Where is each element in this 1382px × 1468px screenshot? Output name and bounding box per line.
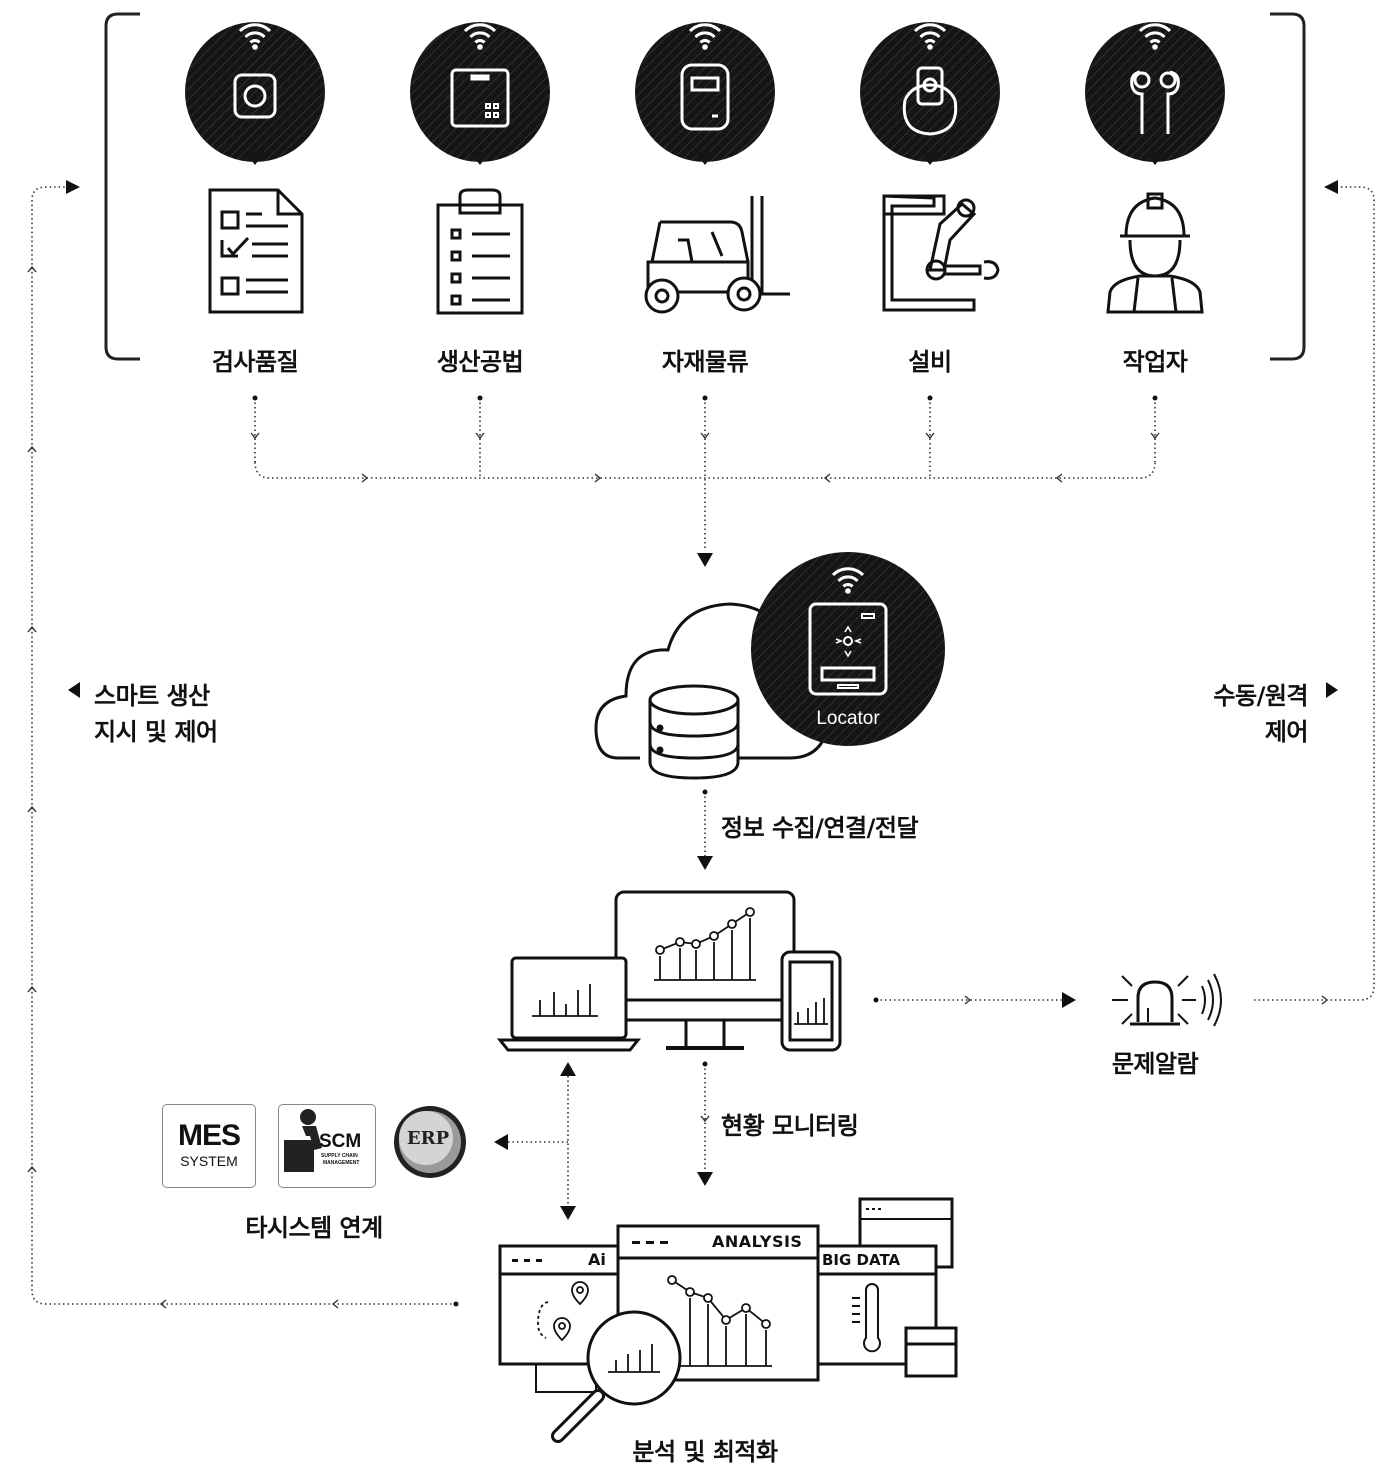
checklist-document-icon (208, 188, 304, 314)
bigdata-window-title: BIG DATA (822, 1251, 901, 1269)
tablet-tag-icon (450, 68, 510, 128)
right-loop (1254, 186, 1375, 1001)
mes-subtitle: SYSTEM (180, 1153, 238, 1169)
device-circle-5 (1085, 22, 1225, 165)
monitoring-caption: 현황 모니터링 (721, 1112, 859, 1140)
device-circle-2 (410, 22, 550, 165)
arrow-to-hub (697, 553, 713, 567)
earphones-icon (1130, 70, 1180, 134)
left-side-arrow (68, 682, 80, 698)
systems-caption: 타시스템 연계 (245, 1214, 383, 1242)
robot-arm-icon (882, 194, 1000, 312)
right-side-line1: 수동/원격 (1213, 682, 1308, 710)
locator-label: Locator (816, 708, 880, 729)
right-side-arrow (1326, 682, 1338, 698)
worker-helmet-icon (1106, 192, 1204, 314)
scm-figure-icon (284, 1109, 322, 1172)
scm-badge: SCM SUPPLY CHAIN MANAGEMENT (278, 1104, 376, 1188)
camera-sensor-icon (233, 73, 277, 119)
hub-caption: 정보 수집/연결/전달 (721, 814, 919, 842)
erp-badge-icon (394, 1106, 466, 1178)
analysis-windows (498, 1197, 958, 1393)
category-label-production: 생산공법 (436, 348, 524, 376)
thermometer-icon (852, 1283, 881, 1353)
left-side-line2: 지시 및 제어 (94, 718, 218, 746)
monitor-icon (614, 890, 796, 1050)
category-label-equipment: 설비 (908, 348, 952, 376)
clipboard-icon (436, 188, 524, 315)
collection-dots (252, 395, 1158, 401)
scm-title: SCM (319, 1131, 362, 1152)
rfid-tag-icon (680, 63, 730, 131)
location-pin-icon (537, 1281, 589, 1342)
magnifier-icon (551, 1310, 682, 1443)
right-side-line2: 제어 (1264, 718, 1309, 746)
analysis-window-title: ANALYSIS (712, 1232, 803, 1251)
mes-title: MES (177, 1119, 241, 1152)
forklift-icon (644, 196, 790, 314)
right-bracket (1270, 12, 1306, 361)
scm-sub1: SUPPLY CHAIN (321, 1153, 358, 1159)
scm-sub2: MANAGEMENT (323, 1160, 360, 1166)
category-label-inspection: 검사품질 (211, 348, 299, 376)
siren-icon (1112, 973, 1222, 1027)
category-label-logistics: 자재물류 (661, 348, 749, 376)
laptop-icon (496, 956, 642, 1052)
left-loop (31, 186, 456, 1305)
locator-device-icon (808, 602, 888, 696)
device-circle-1 (185, 22, 325, 165)
collection-lines (254, 398, 1156, 550)
mes-badge: MES SYSTEM (162, 1104, 256, 1188)
alarm-caption: 문제알람 (1111, 1050, 1199, 1078)
analysis-caption: 분석 및 최적화 (632, 1438, 778, 1466)
left-side-line1: 스마트 생산 (94, 682, 210, 710)
erp-title: ERP (406, 1128, 450, 1149)
left-bracket (104, 12, 140, 361)
ai-window-title: Ai (588, 1250, 606, 1269)
wrist-band-icon (902, 66, 958, 136)
small-chevrons (250, 432, 1160, 483)
device-circle-3 (635, 22, 775, 165)
phone-icon (780, 950, 842, 1052)
database-icon (648, 684, 740, 780)
category-label-worker: 작업자 (1122, 348, 1188, 376)
device-circle-4 (860, 22, 1000, 165)
locator-circle (751, 552, 945, 746)
